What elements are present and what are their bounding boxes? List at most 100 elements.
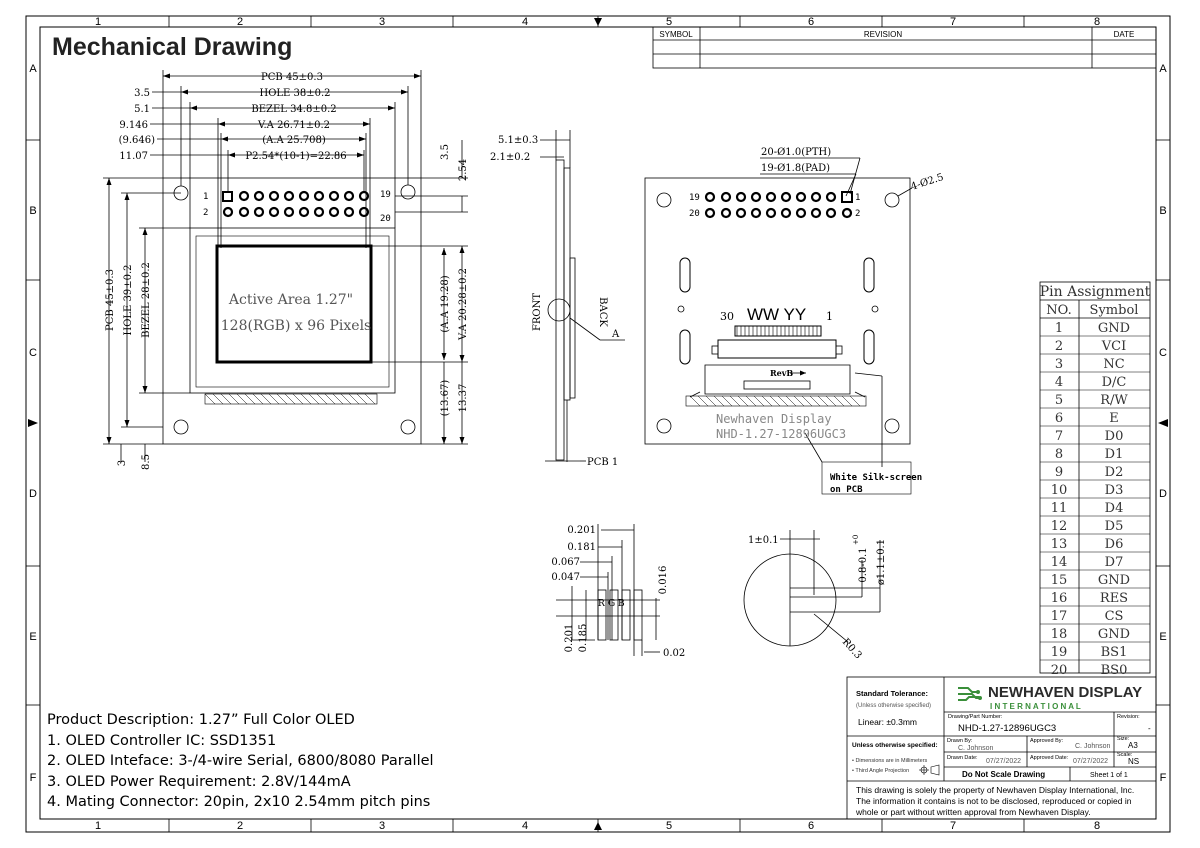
pin-table-no: 3: [1055, 357, 1063, 372]
pin-table-symbol: GND: [1098, 573, 1130, 588]
pixel-dim-0-181: 0.181: [567, 542, 596, 553]
col-label-bottom-7: 7: [950, 820, 956, 832]
approved-date-label: Approved Date:: [1030, 755, 1069, 761]
footer-line2: The information it contains is not to be…: [856, 796, 1132, 806]
pin-table-symbol: D5: [1105, 519, 1124, 534]
back-pin-label-20: 20: [689, 209, 700, 219]
pin-table-symbol: CS: [1105, 609, 1124, 624]
back-dim-mount-hole: 4-Ø2.5: [910, 172, 946, 193]
col-label-bottom-3: 3: [379, 820, 385, 832]
projection-icon: [919, 764, 940, 776]
pin-detail: [743, 530, 881, 647]
col-label-top-1: 1: [95, 16, 101, 28]
dim-right-2-54: 2.54: [458, 159, 469, 181]
col-label-top-3: 3: [379, 16, 385, 28]
pin-table-symbol: GND: [1098, 321, 1130, 336]
description-item-1: 1. OLED Controller IC: SSD1351: [47, 732, 277, 749]
pin-table-no: 17: [1051, 609, 1068, 624]
pin-table-symbol: NC: [1103, 357, 1124, 372]
pixel-dim-v-0-185: 0.185: [578, 624, 589, 653]
unless-specified: Unless otherwise specified:: [852, 742, 938, 749]
tolerance-linear: Linear: ±0.3mm: [858, 717, 917, 727]
front-view: [103, 70, 468, 462]
title-block: [846, 676, 1157, 820]
side-detail-label: A: [611, 329, 620, 340]
brand-logo: NEWHAVEN DISPLAY I N T E R N A T I O N A…: [958, 684, 1142, 711]
pin-table-no: 1: [1055, 321, 1063, 336]
pin-table-no: 15: [1051, 573, 1068, 588]
dim-aa-width: (A.A 25.708): [262, 135, 326, 146]
pixel-dim-0-067: 0.067: [551, 557, 580, 568]
pin-table-symbol: BS0: [1101, 663, 1128, 678]
pixel-dim-0-02: 0.02: [663, 648, 685, 659]
pixel-detail: [556, 524, 660, 656]
product-description: Product Description: 1.27” Full Color OL…: [47, 710, 434, 813]
back-view-arrows: [800, 370, 806, 376]
revision-table: [652, 26, 1157, 69]
pin-table-no: 9: [1055, 465, 1063, 480]
pin-table-symbol: D1: [1105, 447, 1124, 462]
page-title: Mechanical Drawing: [52, 33, 292, 61]
pin-table-symbol: D/C: [1102, 375, 1127, 390]
side-pcb-label: PCB 1: [587, 457, 618, 468]
pin-table-symbol: D0: [1105, 429, 1124, 444]
pin-table-symbol: D6: [1105, 537, 1124, 552]
back-pin-label-2: 2: [855, 209, 860, 219]
col-label-bottom-4: 4: [522, 820, 528, 832]
pin-table-no: 16: [1051, 591, 1068, 606]
side-dim-2-1: 2.1±0.2: [490, 152, 530, 163]
col-label-bottom-8: 8: [1094, 820, 1100, 832]
side-view: [540, 130, 625, 462]
dim-hole-height: HOLE 39±0.2: [123, 264, 134, 335]
pin-table-no: 18: [1051, 627, 1068, 642]
silk-brand: Newhaven Display: [716, 412, 832, 426]
center-mark-arrows-side: [28, 419, 1168, 427]
dim-hole-width: HOLE 38±0.2: [259, 88, 330, 99]
pixel-dim-0-047: 0.047: [551, 572, 580, 583]
pixel-dim-0-201: 0.201: [567, 525, 596, 536]
dim-aa-height: (A.A 19.28): [440, 275, 451, 332]
pixel-dim-v-0-201: 0.201: [564, 624, 575, 653]
row-label-right-f: F: [1160, 772, 1167, 784]
pin-table-header-no: NO.: [1046, 303, 1071, 318]
dim-bottom-8-5: 8.5: [141, 454, 152, 470]
dim-left-5-1: 5.1: [134, 104, 150, 115]
size-value: A3: [1128, 741, 1138, 750]
pin-dim-0-8: 0.8-0.1: [858, 547, 869, 582]
approved-by: C. Johnson: [1075, 743, 1111, 750]
pin-label-2: 2: [203, 208, 208, 218]
pin-table-symbol: E: [1109, 411, 1119, 426]
drawn-by: C. Johnson: [958, 745, 994, 752]
note-millimeters: • Dimensions are in Millimeters: [852, 758, 928, 764]
grid-columns: 1 2 3 4 5 6 7 8 1 2 3 4 5 6 7 8: [95, 16, 1100, 832]
row-label-right-e: E: [1159, 631, 1166, 643]
center-mark-arrows: [594, 18, 602, 830]
col-label-bottom-2: 2: [237, 820, 243, 832]
dim-bezel-width: BEZEL 34.8±0.2: [251, 104, 336, 115]
row-label-left-f: F: [30, 772, 37, 784]
detail-circle: [547, 298, 571, 322]
pin-table-no: 2: [1055, 339, 1063, 354]
fpc-pin-30: 30: [720, 310, 734, 323]
row-label-left-d: D: [29, 488, 37, 500]
revision-label: Revision:: [1117, 714, 1140, 720]
pin-table-no: 5: [1055, 393, 1063, 408]
note-projection: • Third Angle Projection: [852, 768, 909, 774]
pin-dim-tol: +0: [852, 535, 860, 545]
dim-left-11-07: 11.07: [119, 151, 148, 162]
pin-table-header-symbol: Symbol: [1090, 303, 1139, 318]
side-front-label: FRONT: [532, 293, 543, 331]
row-label-right-d: D: [1159, 488, 1167, 500]
pin-table-no: 11: [1051, 501, 1068, 516]
drawn-date-label: Drawn Date:: [947, 755, 978, 761]
back-view: [644, 157, 913, 495]
pin-dim-1-1: ø1.1±0.1: [876, 539, 887, 585]
no-scale-note: Do Not Scale Drawing: [962, 770, 1045, 779]
brand-name: NEWHAVEN DISPLAY: [988, 684, 1142, 701]
dim-bottom-3: 3: [117, 460, 128, 466]
pixel-count-label: 128(RGB) x 96 Pixels: [221, 318, 371, 334]
pin-table-no: 10: [1051, 483, 1068, 498]
sheet-number: Sheet 1 of 1: [1090, 772, 1128, 779]
col-label-bottom-5: 5: [666, 820, 672, 832]
